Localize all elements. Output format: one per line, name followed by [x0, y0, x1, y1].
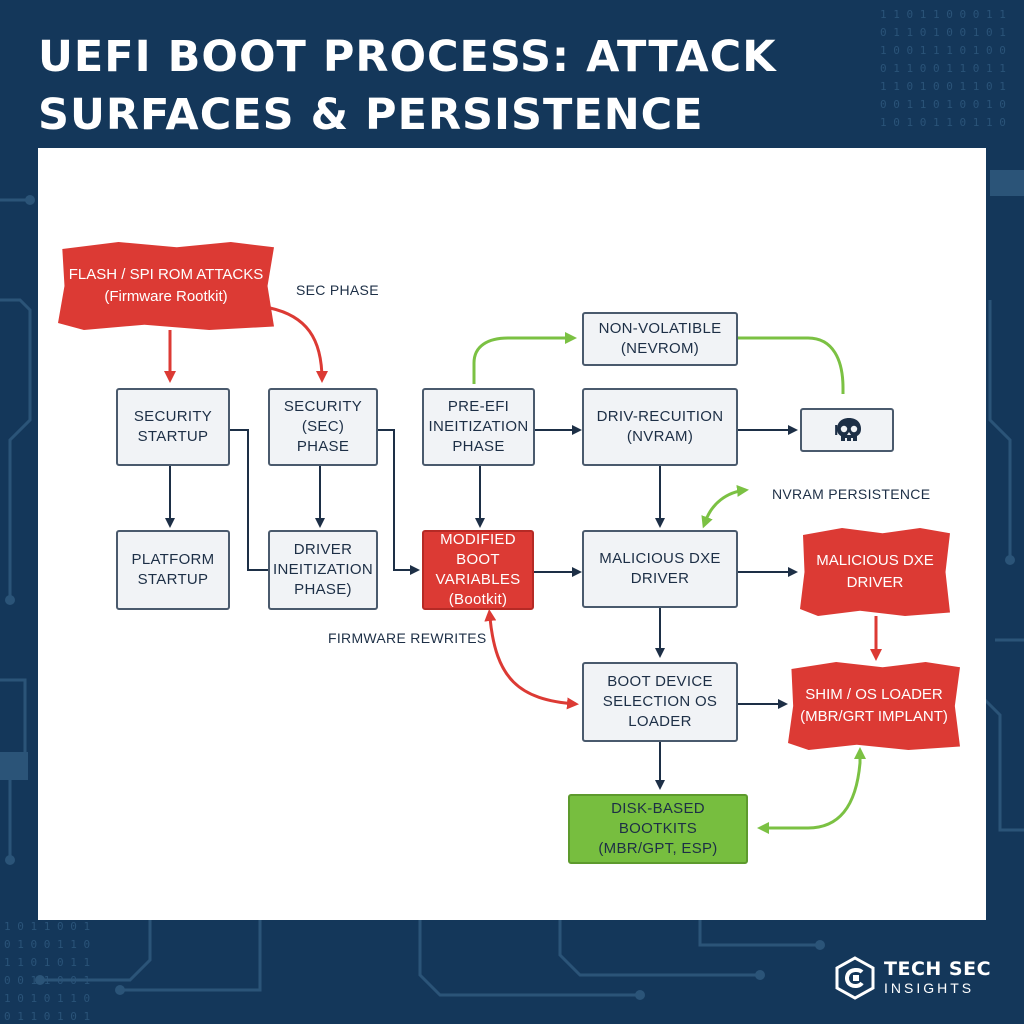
malicious-dxe-white-line-1: MALICIOUS DXE [599, 550, 721, 567]
boot-device-line-2: SELECTION OS LOADER [602, 693, 718, 730]
sec-phase-label: SEC PHASE [296, 282, 379, 298]
flash-spi-rom-attacks-node: FLASH / SPI ROM ATTACKS (Firmware Rootki… [58, 242, 274, 330]
logo-line-2: INSIGHTS [884, 980, 975, 996]
malicious-dxe-driver-node: MALICIOUS DXE DRIVER [582, 530, 738, 608]
svg-text:1 0 0 1 1 1 0 1 0 0: 1 0 0 1 1 1 0 1 0 0 [880, 44, 1006, 57]
malicious-dxe-red-line-2: DRIVER [846, 574, 904, 591]
logo-line-1: TECH SEC [884, 958, 992, 980]
security-startup-node: SECURITY STARTUP [116, 388, 230, 466]
pre-efi-line-3: PHASE [452, 438, 505, 455]
svg-text:0 1 1 0 1 0 1: 0 1 1 0 1 0 1 [4, 1010, 90, 1023]
diagram-panel: FLASH / SPI ROM ATTACKS (Firmware Rootki… [38, 148, 986, 920]
sec-phase-line-1: SECURITY [283, 398, 363, 415]
arrow-flash-to-sec [269, 306, 328, 383]
shim-os-loader-node: SHIM / OS LOADER (MBR/GRT IMPLANT) [788, 662, 960, 750]
non-volatile-node: NON-VOLATIBLE (NEVROM) [582, 312, 738, 366]
shim-line-2: (MBR/GRT IMPLANT) [800, 708, 948, 725]
flash-line-1: FLASH / SPI ROM ATTACKS [68, 266, 264, 283]
shield-c-icon [835, 956, 875, 1000]
pre-efi-line-1: PRE-EFI [447, 398, 510, 415]
boot-device-line-1: BOOT DEVICE [607, 673, 713, 690]
driver-init-line-2: INEITIZATION [273, 561, 373, 578]
disk-bootkits-line-2: (MBR/GPT, ESP) [598, 840, 718, 857]
non-volatile-line-1: NON-VOLATIBLE [598, 320, 722, 337]
modified-boot-variables-node: MODIFIED BOOT VARIABLES (Bootkit) [422, 530, 534, 610]
non-volatile-line-2: (NEVROM) [620, 340, 700, 357]
svg-text:1 1 0 1 0 1 1: 1 1 0 1 0 1 1 [4, 956, 90, 969]
brand-logo: TECH SEC INSIGHTS [834, 956, 991, 1000]
platform-startup-node: PLATFORM STARTUP [116, 530, 230, 610]
svg-text:1 1 0 1 0 0 1 1 0 1: 1 1 0 1 0 0 1 1 0 1 [880, 80, 1006, 93]
svg-text:1 0 1 1 0 0 1: 1 0 1 1 0 0 1 [4, 920, 90, 933]
pre-efi-node: PRE-EFI INEITIZATION PHASE [422, 388, 535, 466]
skull-icon [837, 418, 861, 441]
driver-init-line-1: DRIVER [293, 541, 353, 558]
modified-boot-line-3: (Bootkit) [448, 591, 508, 608]
svg-text:1 0 1 0 1 1 0 1 1 0: 1 0 1 0 1 1 0 1 1 0 [880, 116, 1006, 129]
title-line-1: UEFI BOOT PROCESS: ATTACK [38, 32, 777, 82]
connector-security-startup [230, 429, 268, 571]
disk-based-bootkits-node: DISK-BASED BOOTKITS (MBR/GPT, ESP) [568, 794, 748, 864]
arrow-nvram-persistence [701, 484, 749, 529]
security-startup-line-2: STARTUP [137, 428, 209, 445]
modified-boot-line-2: BOOT VARIABLES [435, 551, 521, 588]
svg-text:0 1 0 0 1 1 0: 0 1 0 0 1 1 0 [4, 938, 90, 951]
sec-phase-line-2: (SEC) [301, 418, 345, 435]
flash-line-2: (Firmware Rootkit) [104, 288, 228, 305]
arrow-preefi-to-nonvolatile [472, 332, 577, 384]
svg-text:1 1 0 1 1 0 0 0 1 1: 1 1 0 1 1 0 0 0 1 1 [880, 8, 1006, 21]
security-startup-line-1: SECURITY [133, 408, 213, 425]
nvram-persistence-label: NVRAM PERSISTENCE [772, 486, 931, 502]
svg-text:0 0 1 1 0 0 1: 0 0 1 1 0 0 1 [4, 974, 90, 987]
driv-recution-node: DRIV-RECUITION (NVRAM) [582, 388, 738, 466]
sec-phase-node: SECURITY (SEC) PHASE [268, 388, 378, 466]
firmware-rewrites-label: FIRMWARE REWRITES [328, 630, 487, 646]
driv-recution-line-1: DRIV-RECUITION [596, 408, 724, 425]
disk-bootkits-line-1: DISK-BASED BOOTKITS [611, 800, 705, 837]
shim-line-1: SHIM / OS LOADER [805, 686, 943, 703]
malicious-dxe-red-line-1: MALICIOUS DXE [816, 552, 934, 569]
pre-efi-line-2: INEITIZATION [428, 418, 529, 435]
arrow-nonvolatile-to-skull [738, 336, 845, 394]
malicious-dxe-white-line-2: DRIVER [630, 570, 690, 587]
flow-connectors [164, 306, 882, 834]
page-title: UEFI BOOT PROCESS: ATTACK SURFACES & PER… [38, 28, 998, 144]
svg-text:0 0 1 1 0 1 0 0 1 0: 0 0 1 1 0 1 0 0 1 0 [880, 98, 1006, 111]
svg-text:0 1 1 0 1 0 0 1 0 1: 0 1 1 0 1 0 0 1 0 1 [880, 26, 1006, 39]
boot-device-selection-node: BOOT DEVICE SELECTION OS LOADER [582, 662, 738, 742]
connector-sec-modified [378, 429, 420, 575]
svg-text:1 0 1 0 1 1 0: 1 0 1 0 1 1 0 [4, 992, 90, 1005]
driver-initialization-node: DRIVER INEITIZATION PHASE) [268, 530, 378, 610]
svg-text:0 1 1 0 0 1 1 0 1 1: 0 1 1 0 0 1 1 0 1 1 [880, 62, 1006, 75]
sec-phase-line-3: PHASE [296, 438, 350, 455]
modified-boot-line-1: MODIFIED [440, 531, 516, 548]
arrow-disk-to-shim [757, 747, 866, 834]
title-line-2: SURFACES & PERSISTENCE [38, 90, 704, 140]
malicious-dxe-driver-attack-node: MALICIOUS DXE DRIVER [800, 528, 950, 616]
platform-startup-line-1: PLATFORM [131, 551, 215, 568]
driver-init-line-3: PHASE) [294, 581, 352, 598]
driv-recution-line-2: (NVRAM) [626, 428, 694, 445]
skull-node: K D [800, 408, 894, 452]
arrow-firmware-rewrites [484, 609, 579, 710]
platform-startup-line-2: STARTUP [137, 571, 209, 588]
